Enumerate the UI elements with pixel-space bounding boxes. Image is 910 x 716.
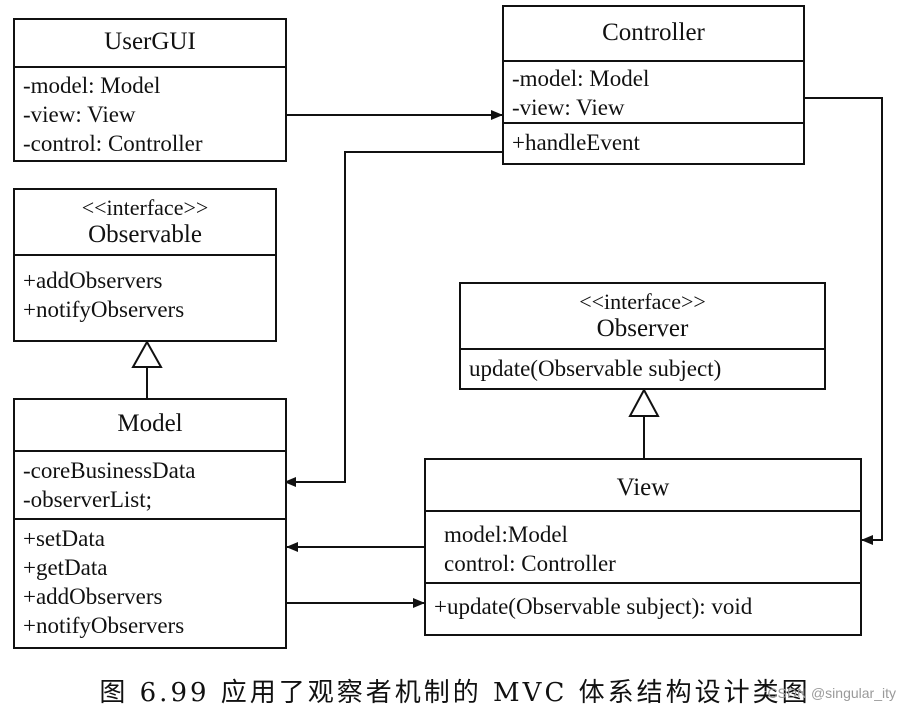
realization-triangle-observable — [131, 339, 163, 368]
view-attribute: model:Model — [444, 522, 568, 547]
controller-attribute: -model: Model — [512, 66, 650, 91]
observer-interface-name: Observer — [596, 315, 689, 342]
view-class-name: View — [616, 474, 670, 501]
model-method: +notifyObservers — [23, 613, 185, 638]
usergui-attribute: -view: View — [23, 102, 136, 127]
view-class: View model:Model control: Controller +up… — [424, 458, 862, 636]
observer-method: update(Observable subject) — [469, 356, 722, 381]
model-attribute: -observerList; — [23, 487, 153, 512]
observable-interface-name: Observable — [88, 221, 202, 248]
model-class: Model -coreBusinessData -observerList; +… — [13, 398, 287, 649]
usergui-attribute: -model: Model — [23, 73, 161, 98]
model-method: +getData — [23, 555, 108, 580]
association-controller-model — [284, 151, 502, 487]
controller-attribute: -view: View — [512, 95, 625, 120]
controller-class: Controller -model: Model -view: View +ha… — [502, 5, 805, 165]
watermark: CSDN @singular_ity — [767, 685, 896, 701]
view-method: +update(Observable subject): void — [434, 594, 753, 619]
model-method: +setData — [23, 526, 105, 551]
view-attribute: control: Controller — [444, 551, 616, 576]
controller-method: +handleEvent — [512, 130, 640, 155]
usergui-attribute: -control: Controller — [23, 131, 203, 156]
realization-triangle-observer — [628, 387, 660, 417]
model-class-name: Model — [117, 410, 183, 437]
usergui-class-name: UserGUI — [104, 28, 196, 55]
association-controller-view — [805, 97, 883, 545]
observable-stereotype: <<interface>> — [81, 195, 209, 220]
controller-class-name: Controller — [602, 19, 705, 46]
model-method: +addObservers — [23, 584, 163, 609]
figure-caption: 图 6.99 应用了观察者机制的 MVC 体系结构设计类图 — [99, 678, 811, 708]
usergui-class: UserGUI -model: Model -view: View -contr… — [13, 18, 287, 162]
observable-method: +notifyObservers — [23, 297, 185, 322]
model-attribute: -coreBusinessData — [23, 458, 196, 483]
observable-interface: <<interface>> Observable +addObservers +… — [13, 188, 277, 342]
observer-interface: <<interface>> Observer update(Observable… — [459, 282, 826, 390]
observable-method: +addObservers — [23, 268, 163, 293]
observer-stereotype: <<interface>> — [579, 289, 706, 314]
